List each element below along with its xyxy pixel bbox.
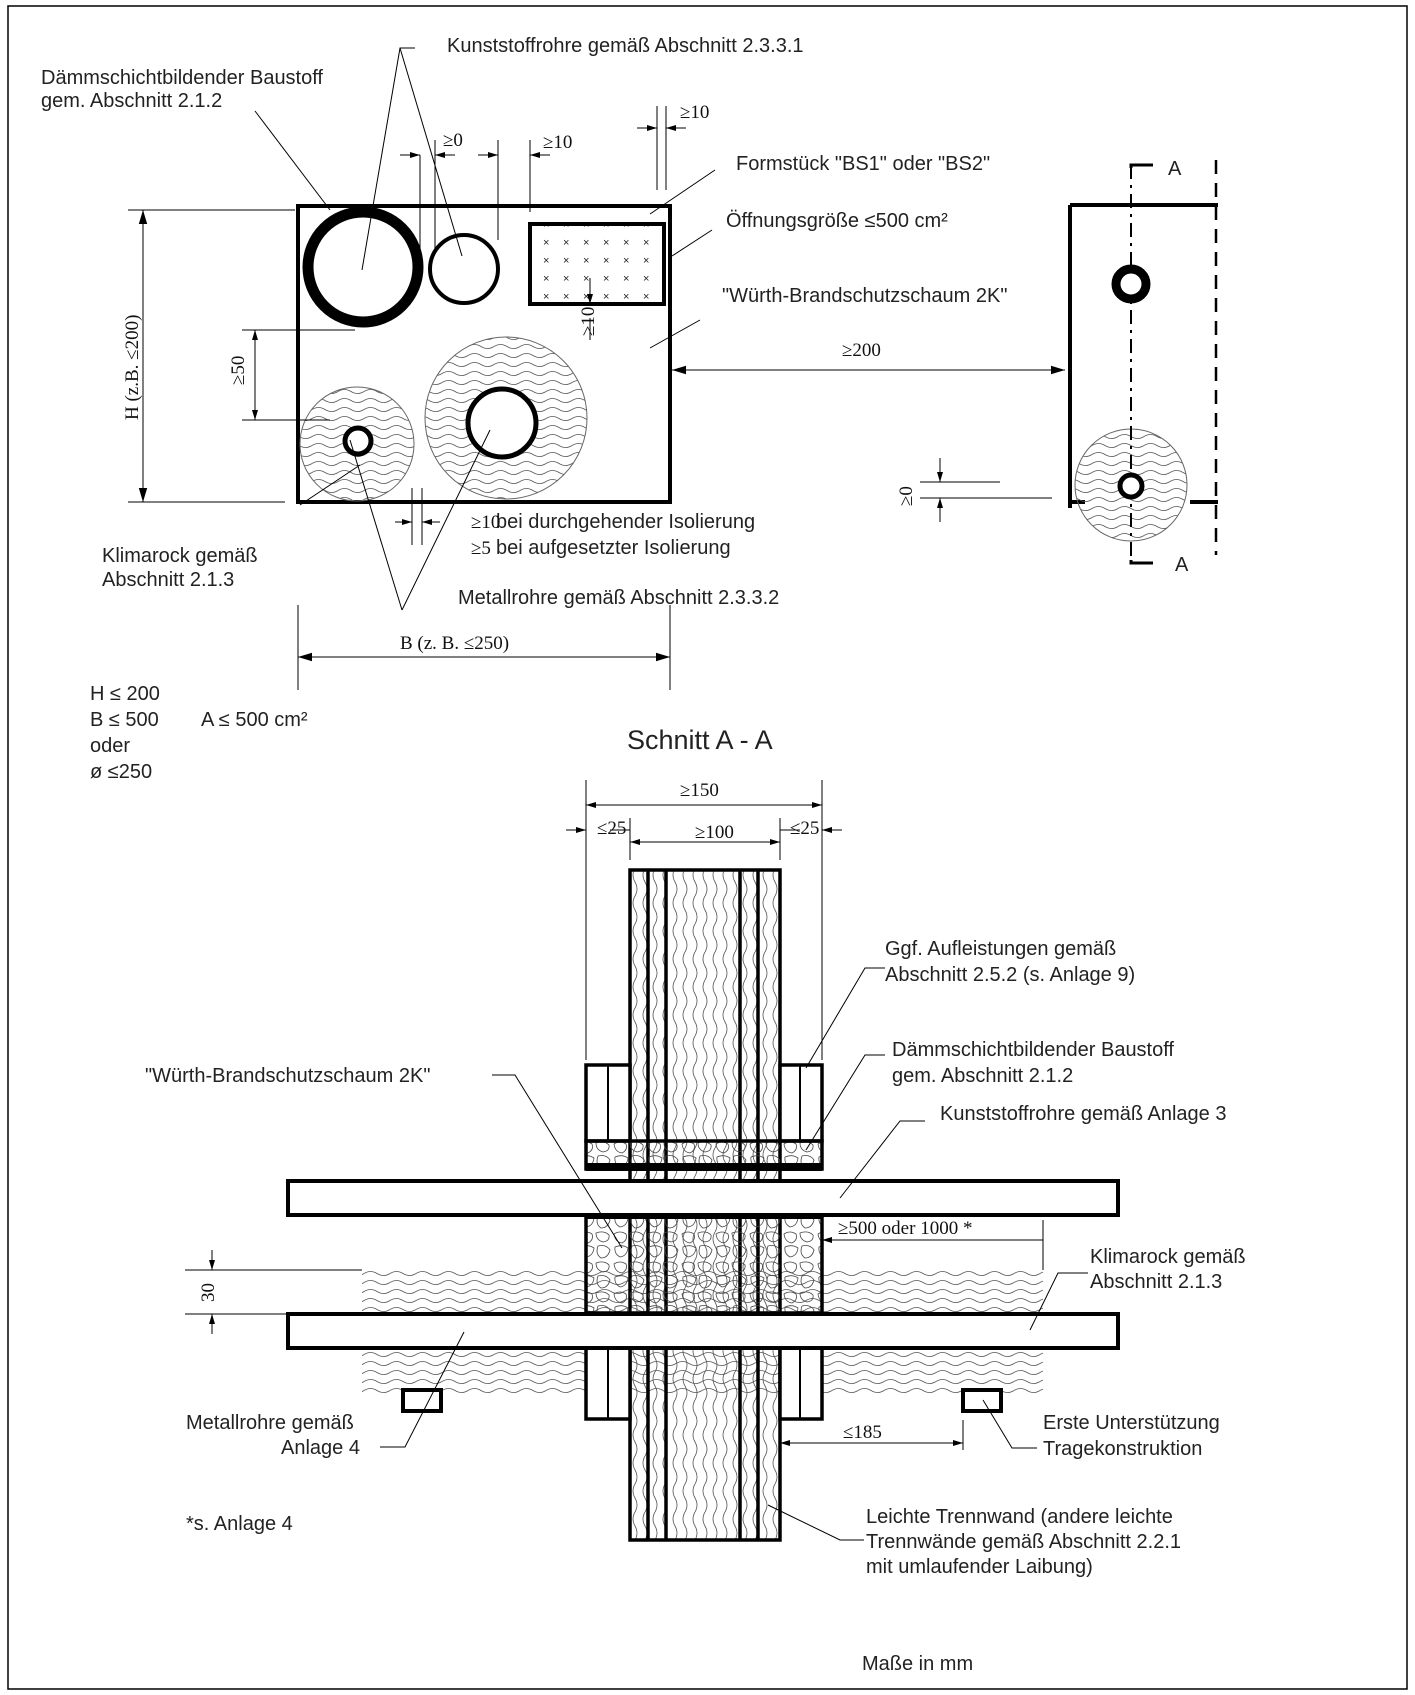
plastic-pipe-small: [428, 233, 500, 305]
dim-le25-right: ≤25: [790, 818, 819, 839]
limit-b: B ≤ 500: [90, 709, 159, 731]
section-plastic-pipe: [286, 1179, 1120, 1217]
label-oeffnung: Öffnungsgröße ≤500 cm²: [726, 210, 948, 232]
dim-ge10-top: ≥10: [543, 132, 572, 153]
label-section-kunststoff: Kunststoffrohre gemäß Anlage 3: [940, 1103, 1226, 1125]
label-kunststoffrohre: Kunststoffrohre gemäß Abschnitt 2.3.3.1: [447, 35, 804, 57]
dim-height: H (z.B. ≤200): [122, 315, 143, 420]
dim-ge10-topright: ≥10: [680, 102, 709, 123]
label-section-metall-line2: Anlage 4: [281, 1437, 360, 1459]
label-daemm-line1: Dämmschichtbildender Baustoff: [41, 67, 323, 89]
dim-le185: ≤185: [843, 1422, 882, 1443]
label-aufleistungen-line2: Abschnitt 2.5.2 (s. Anlage 9): [885, 964, 1135, 986]
section-a-a: Schnitt A - A: [145, 725, 1246, 1578]
label-stuetz-line1: Erste Unterstützung: [1043, 1412, 1220, 1434]
fitting-bs1-bs2: [528, 222, 666, 306]
section-mark-top: A: [1168, 158, 1182, 180]
limit-a: A ≤ 500 cm²: [201, 709, 308, 731]
label-section-daemm-line2: gem. Abschnitt 2.1.2: [892, 1065, 1073, 1087]
support-bracket-right: [961, 1388, 1003, 1413]
dim-thirty: 30: [198, 1283, 219, 1302]
label-section-schaum: "Würth-Brandschutzschaum 2K": [145, 1065, 430, 1087]
label-formstueck: Formstück "BS1" oder "BS2": [736, 153, 990, 175]
metal-pipe-small: [342, 425, 374, 457]
label-iso-line1: bei durchgehender Isolierung: [496, 511, 755, 533]
label-wand-line1: Leichte Trennwand (andere leichte: [866, 1506, 1173, 1528]
dim-ge500: ≥500 oder 1000 *: [838, 1218, 972, 1239]
label-daemm-line2: gem. Abschnitt 2.1.2: [41, 90, 222, 112]
dim-le25-left: ≤25: [597, 818, 626, 839]
side-metal-pipe: [1117, 472, 1145, 500]
side-view: A A ≥0: [896, 158, 1218, 576]
label-klimarock-line1: Klimarock gemäß: [102, 545, 258, 567]
top-view: Kunststoffrohre gemäß Abschnitt 2.3.3.1 …: [41, 35, 1065, 690]
dim-ge0-side: ≥0: [896, 486, 917, 506]
dim-ge200: ≥200: [842, 340, 881, 361]
dim-iso-ge5: ≥5: [471, 538, 491, 559]
dim-ge50: ≥50: [228, 356, 249, 385]
label-wand-line2: Trennwände gemäß Abschnitt 2.2.1: [866, 1531, 1181, 1553]
label-schaum: "Würth-Brandschutzschaum 2K": [722, 285, 1007, 307]
limit-h: H ≤ 200: [90, 683, 160, 705]
support-bracket-left: [401, 1388, 443, 1413]
metal-pipe-large: [465, 386, 539, 460]
limits-block: H ≤ 200 B ≤ 500 A ≤ 500 cm² oder ø ≤250: [90, 683, 308, 783]
foam-fill: [584, 1211, 824, 1315]
label-footnote: *s. Anlage 4: [186, 1513, 293, 1535]
label-section-klimarock-line1: Klimarock gemäß: [1090, 1246, 1246, 1268]
section-metal-pipe: [286, 1312, 1120, 1350]
section-title: Schnitt A - A: [627, 725, 773, 755]
label-stuetz-line2: Tragekonstruktion: [1043, 1438, 1202, 1460]
limit-oder: oder: [90, 735, 130, 757]
wall-opening: [296, 204, 672, 504]
dim-iso-ge10: ≥10: [471, 512, 500, 533]
side-plastic-pipe: [1111, 264, 1151, 304]
plastic-pipe-large: [302, 206, 424, 328]
limit-d: ø ≤250: [90, 761, 152, 783]
intumescent-strip-edge: [586, 1163, 822, 1171]
label-section-klimarock-line2: Abschnitt 2.1.3: [1090, 1271, 1222, 1293]
dim-ge100: ≥100: [695, 822, 734, 843]
section-mark-bottom: A: [1175, 554, 1189, 576]
label-iso-line2: bei aufgesetzter Isolierung: [496, 537, 731, 559]
label-wand-line3: mit umlaufender Laibung): [866, 1556, 1093, 1578]
dim-ge10-vertical: ≥10: [578, 307, 599, 336]
label-section-daemm-line1: Dämmschichtbildender Baustoff: [892, 1039, 1174, 1061]
label-aufleistungen-line1: Ggf. Aufleistungen gemäß: [885, 938, 1116, 960]
dim-ge150: ≥150: [680, 780, 719, 801]
sheet-frame: [7, 5, 1408, 1690]
label-klimarock-line2: Abschnitt 2.1.3: [102, 569, 234, 591]
dim-ge0-top: ≥0: [443, 130, 463, 151]
units-note: Maße in mm: [862, 1653, 973, 1675]
label-metallrohre: Metallrohre gemäß Abschnitt 2.3.3.2: [458, 587, 779, 609]
dim-width: B (z. B. ≤250): [400, 633, 509, 654]
label-section-metall-line1: Metallrohre gemäß: [186, 1412, 354, 1434]
